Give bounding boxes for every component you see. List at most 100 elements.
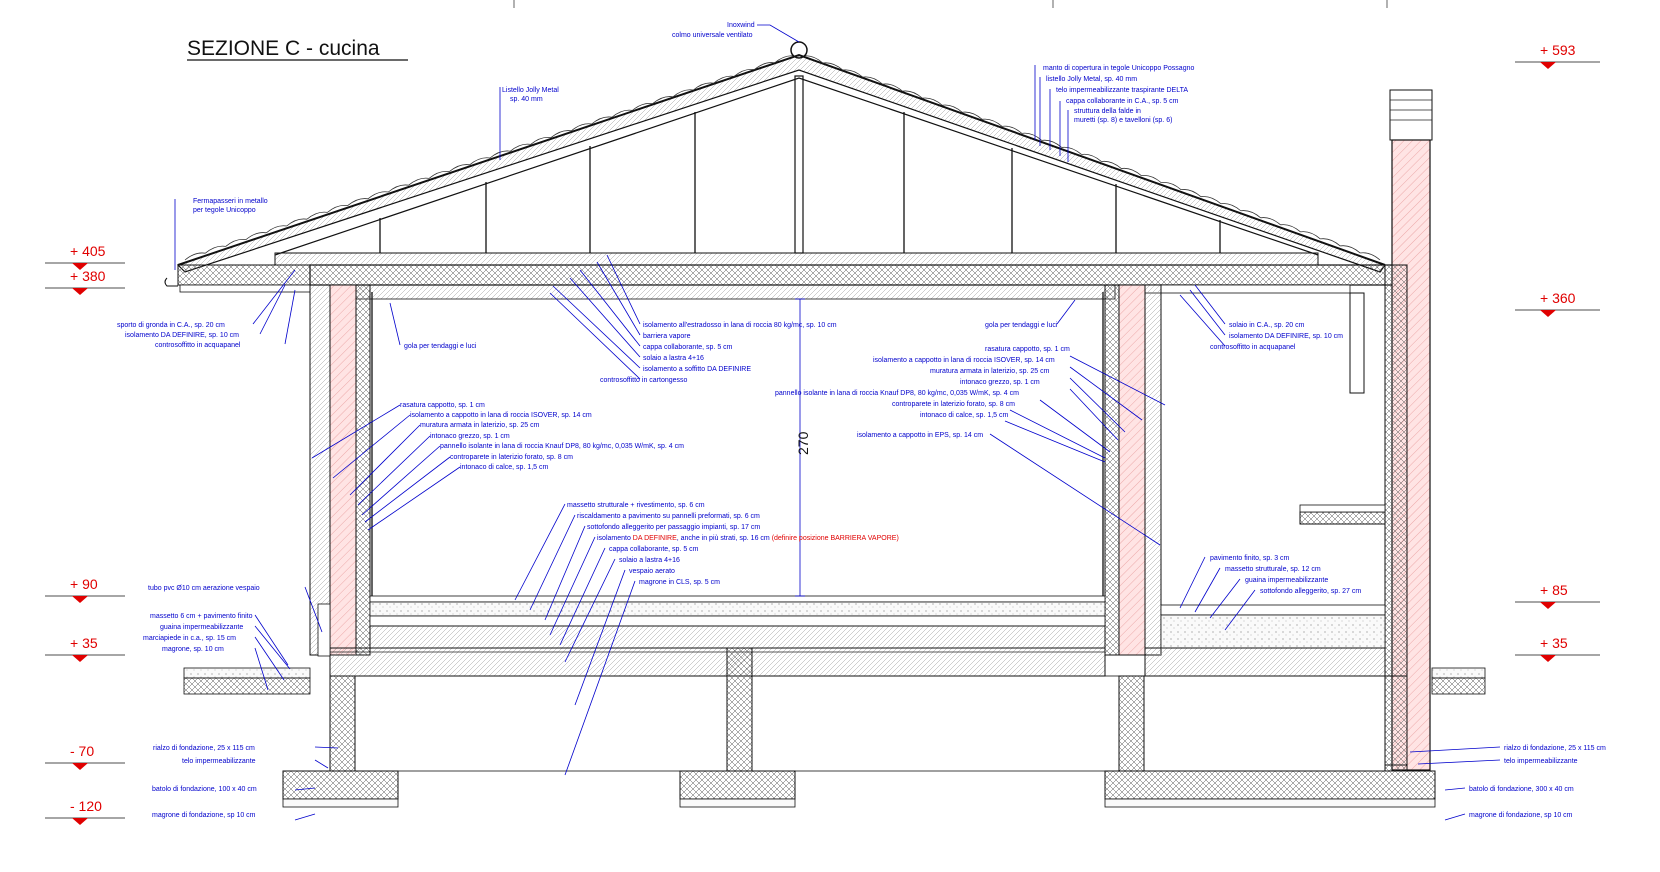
annotation: barriera vapore xyxy=(643,333,691,340)
annotation: intonaco di calce, sp. 1,5 cm xyxy=(920,412,1008,419)
annotations: Inoxwind colmo universale ventilato List… xyxy=(117,22,1606,819)
lean-concrete-mid xyxy=(679,798,796,808)
annotation: manto di copertura in tegole Unicoppo Po… xyxy=(1043,65,1194,72)
level-marker: + 405 xyxy=(45,243,125,270)
annotation: telo impermeabilizzante xyxy=(1504,758,1578,765)
level-label: + 90 xyxy=(70,576,98,592)
false-ceiling xyxy=(354,284,1116,300)
annotation: muratura armata in laterizio, sp. 25 cm xyxy=(930,368,1050,375)
rear-floor-finish xyxy=(1160,604,1386,616)
annotation: rialzo di fondazione, 25 x 115 cm xyxy=(153,745,255,752)
annotation: sp. 40 mm xyxy=(510,96,543,103)
annotation: gola per tendaggi e luci xyxy=(985,322,1058,329)
annotation: isolamento a soffitto DA DEFINIRE xyxy=(643,366,751,373)
left-counterwall xyxy=(355,284,371,656)
ridge-post xyxy=(794,75,804,254)
annotation: guaina impermeabilizzante xyxy=(1245,577,1328,584)
annotation: muretti (sp. 8) e tavelloni (sp. 6) xyxy=(1074,117,1172,124)
rear-shelf-top xyxy=(1299,504,1386,513)
annotation: telo impermeabilizzante xyxy=(182,758,256,765)
annotation: listello Jolly Metal, sp. 40 mm xyxy=(1046,76,1137,83)
annotation: isolamento all'estradosso in lana di roc… xyxy=(643,322,837,329)
annotation: magrone di fondazione, sp 10 cm xyxy=(152,812,256,819)
lean-concrete-right xyxy=(1104,798,1436,808)
height-dimension-label: 270 xyxy=(795,431,811,455)
annotation: solaio a lastra 4+16 xyxy=(619,557,680,564)
annotation: colmo universale ventilato xyxy=(672,32,753,39)
annotation: isolamento DA DEFINIRE, sp. 10 cm xyxy=(125,332,239,339)
roof-tiles xyxy=(184,55,1381,261)
annotation: muratura armata in laterizio, sp. 25 cm xyxy=(420,422,540,429)
leader-lines xyxy=(174,24,1501,821)
annotation: isolamento DA DEFINIRE, sp. 10 cm xyxy=(1229,333,1343,340)
floor-heating xyxy=(369,615,1106,627)
annotation: isolamento DA DEFINIRE, anche in più str… xyxy=(597,535,899,542)
level-label: - 120 xyxy=(70,798,102,814)
annotation: cappa collaborante, sp. 5 cm xyxy=(609,546,699,553)
floor-finish xyxy=(369,595,1106,603)
annotation: massetto 6 cm + pavimento finito xyxy=(150,613,253,620)
annotation: controsoffitto in cartongesso xyxy=(600,377,688,384)
level-marker: + 90 xyxy=(45,576,125,603)
footing-mid xyxy=(679,770,796,800)
annotation: controparete in laterizio forato, sp. 8 … xyxy=(892,401,1015,408)
annotation: gola per tendaggi e luci xyxy=(404,343,477,350)
foundation-wall-right xyxy=(1118,675,1145,772)
rear-beam xyxy=(1349,292,1365,394)
crawl-space-left xyxy=(354,675,728,772)
sidewalk-slab-right xyxy=(1431,677,1486,695)
annotation: riscaldamento a pavimento su pannelli pr… xyxy=(577,513,760,520)
vent-pipe xyxy=(317,603,331,657)
level-marker: + 593 xyxy=(1515,42,1600,69)
level-label: + 35 xyxy=(70,635,98,651)
roof xyxy=(164,41,1386,287)
annotation: sottofondo alleggerito per passaggio imp… xyxy=(587,524,760,531)
level-label: - 70 xyxy=(70,743,94,759)
chimney-cap xyxy=(1389,89,1433,141)
footing-right xyxy=(1104,770,1436,800)
foundation-wall-mid xyxy=(726,647,753,772)
level-label: + 405 xyxy=(70,243,106,259)
annotation-highlight: DA DEFINIRE xyxy=(633,535,677,542)
annotation: telo impermeabilizzante traspirante DELT… xyxy=(1056,87,1188,94)
annotation: rasatura cappotto, sp. 1 cm xyxy=(400,402,485,409)
level-marker: + 35 xyxy=(1515,635,1600,662)
annotation: controsoffitto in acquapanel xyxy=(155,342,241,349)
annotation: struttura della falde in xyxy=(1074,108,1141,115)
annotation-part: isolamento xyxy=(597,535,633,542)
roof-tile-line xyxy=(177,53,1386,266)
annotation: tubo pvc Ø10 cm aerazione vespaio xyxy=(148,585,260,592)
annotation: rialzo di fondazione, 25 x 115 cm xyxy=(1504,745,1606,752)
floor-slab xyxy=(329,647,1106,677)
annotation: controsoffitto in acquapanel xyxy=(1210,344,1296,351)
annotation: rasatura cappotto, sp. 1 cm xyxy=(985,346,1070,353)
annotation: solaio in C.A., sp. 20 cm xyxy=(1229,322,1305,329)
annotation: massetto strutturale, sp. 12 cm xyxy=(1225,566,1321,573)
level-label: + 85 xyxy=(1540,582,1568,598)
level-marker: + 380 xyxy=(45,268,125,295)
foundation-wall-rear xyxy=(1384,675,1408,772)
annotation: Listello Jolly Metal xyxy=(502,87,559,94)
eave-soffit xyxy=(179,284,311,293)
annotation: intonaco grezzo, sp. 1 cm xyxy=(960,379,1040,386)
floor-insulation xyxy=(369,625,1106,649)
annotation: pavimento finito, sp. 3 cm xyxy=(1210,555,1290,562)
roof-pitch xyxy=(176,54,1386,273)
gutter xyxy=(164,277,178,287)
annotation: per tegole Unicoppo xyxy=(193,207,256,214)
right-wall-masonry xyxy=(1118,284,1146,656)
ceiling-slab xyxy=(309,264,1421,286)
annotation: solaio a lastra 4+16 xyxy=(643,355,704,362)
level-markers: + 405 + 380 + 90 + 35 - 70 - 120 xyxy=(45,42,1600,825)
annotation: guaina impermeabilizzante xyxy=(160,624,243,631)
level-marker: - 70 xyxy=(45,743,125,770)
annotation: isolamento a cappotto in lana di roccia … xyxy=(873,357,1055,364)
level-label: + 35 xyxy=(1540,635,1568,651)
lean-concrete-left xyxy=(282,798,399,808)
drawing-title: SEZIONE C - cucina xyxy=(187,37,380,60)
attic-insulation xyxy=(274,252,1319,266)
annotation: massetto strutturale + rivestimento, sp.… xyxy=(567,502,705,509)
level-marker: + 35 xyxy=(45,635,125,662)
annotation: Inoxwind xyxy=(727,22,755,29)
annotation: Fermapasseri in metallo xyxy=(193,198,268,205)
